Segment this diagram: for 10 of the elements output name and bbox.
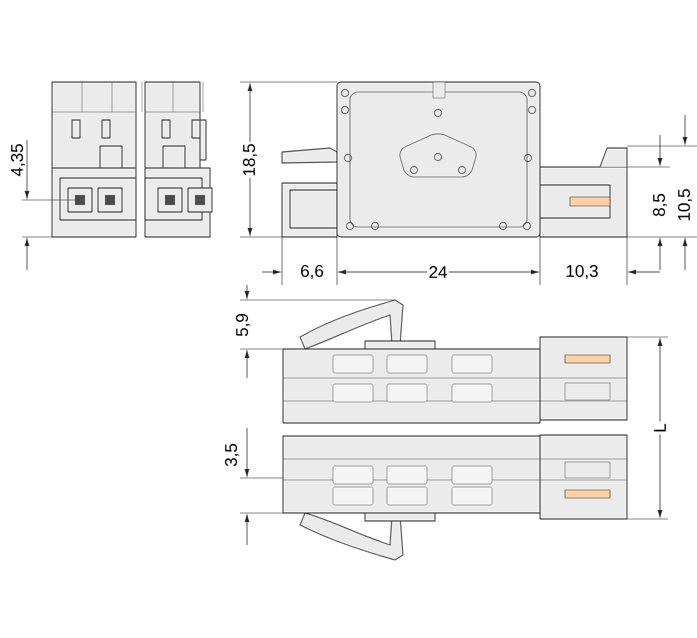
dimension-label: 8,5 [651, 192, 669, 218]
dimension-label: 3,5 [223, 442, 241, 468]
dimension-label: 24 [427, 264, 449, 280]
dimension-label: 5,9 [234, 312, 252, 338]
dimension-label: 10,3 [564, 263, 600, 281]
dimension-label: 18,5 [241, 142, 259, 178]
dimension-label: 10,5 [676, 186, 694, 224]
dimension-label: 6,6 [298, 263, 326, 281]
dimension-label: 4,35 [9, 142, 27, 178]
dimension-label: L [652, 422, 668, 434]
